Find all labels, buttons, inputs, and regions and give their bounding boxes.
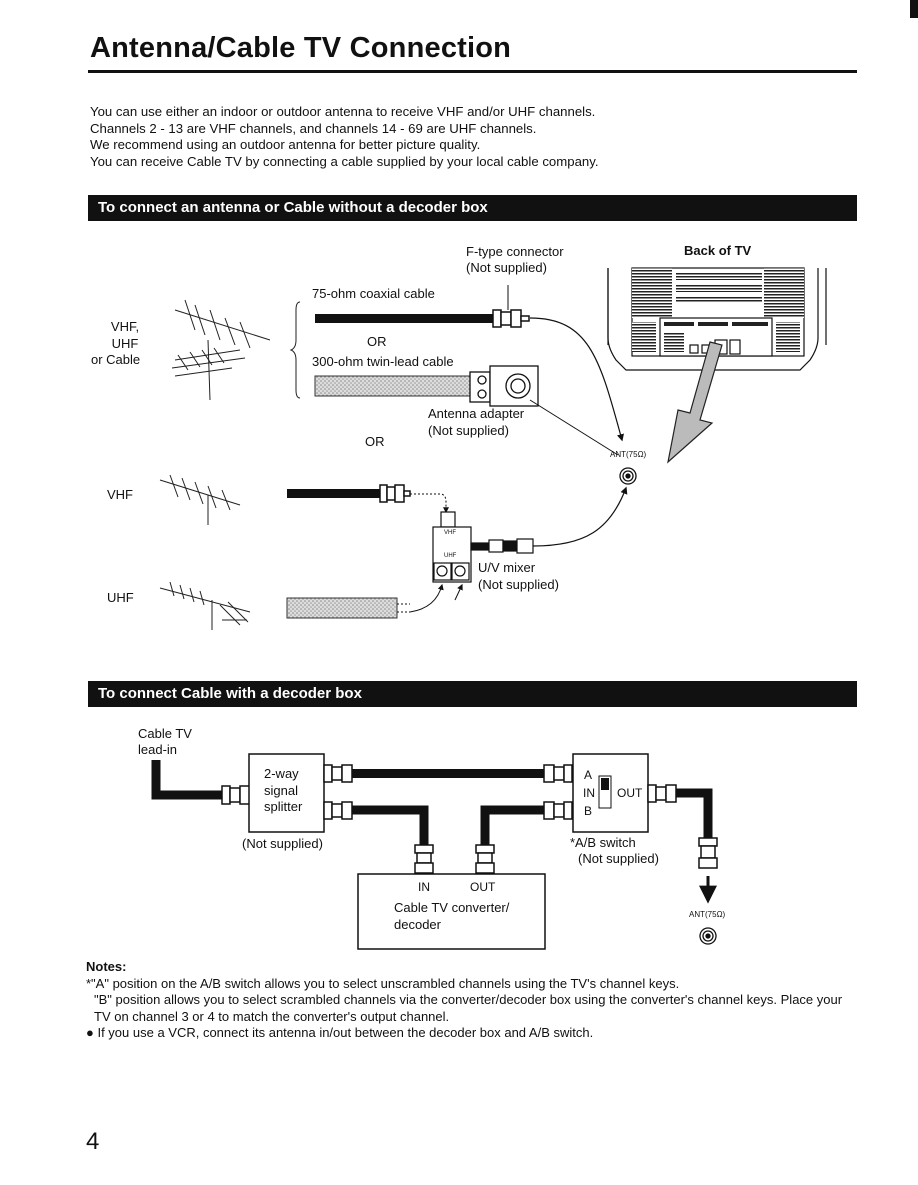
- tv-connector-icon: [698, 837, 718, 869]
- or-label-2: OR: [365, 434, 385, 449]
- switch-out-label: OUT: [617, 786, 643, 800]
- intro-line: Channels 2 - 13 are VHF channels, and ch…: [90, 120, 537, 136]
- antenna-adapter-label: Antenna adapter: [428, 406, 525, 421]
- uhf-antenna-icon: [159, 581, 251, 630]
- f-type-connector-label: F-type connector: [466, 244, 564, 259]
- coax-cable-icon: [315, 314, 495, 323]
- ant-jack-icon: [619, 467, 637, 485]
- decoder-to-switch-cable-icon: [480, 805, 544, 845]
- f-connector-icon: [492, 309, 530, 328]
- big-arrow-icon: [667, 341, 723, 464]
- note-item: ● If you use a VCR, connect its antenna …: [86, 1025, 594, 1040]
- vhf-uhf-cable-label: VHF, UHF: [110, 319, 140, 351]
- switch-b-label: B: [584, 804, 593, 818]
- vhf-antenna-icon: [159, 474, 241, 525]
- splitter-to-decoder-cable-icon: [352, 805, 429, 845]
- switch-to-tv-cable-icon: [676, 788, 713, 838]
- mixer-vhf-label: VHF: [444, 530, 456, 536]
- splitter-label: 2-way signal splitter: [264, 766, 303, 814]
- decoder-label: Cable TV converter/ decoder: [394, 900, 510, 932]
- switch-a-label: A: [584, 768, 593, 782]
- adapter-not-supplied-label: (Not supplied): [428, 423, 509, 438]
- section2-heading: To connect Cable with a decoder box: [88, 681, 857, 707]
- vhf-f-connector-icon: [379, 484, 411, 503]
- title-rule: [88, 70, 857, 73]
- page-number: 4: [86, 1128, 100, 1155]
- intro-line: We recommend using an outdoor antenna fo…: [90, 137, 481, 152]
- decoder-output-connector-icon: [475, 844, 495, 874]
- f-type-not-supplied-label: (Not supplied): [466, 260, 547, 275]
- decoder-out-label: OUT: [470, 880, 496, 894]
- splitter-output-connectors-icon: [323, 764, 353, 820]
- coax-cable-label: 75-ohm coaxial cable: [312, 286, 435, 301]
- vhf-uhf-cable-label-line3: or Cable: [91, 352, 141, 367]
- decoder-box: [357, 873, 546, 950]
- mixer-uhf-label: UHF: [444, 553, 457, 559]
- notes: Notes: *"A" position on the A/B switch a…: [86, 959, 846, 1042]
- splitter-to-switch-cable-icon: [352, 769, 544, 778]
- vhf-uhf-antenna-icon: [171, 299, 271, 401]
- back-of-tv-label: Back of TV: [684, 243, 752, 258]
- splitter-input-connector-icon: [221, 785, 251, 805]
- cable-leadin-label: Cable TV lead-in: [138, 726, 192, 757]
- ant-jack-label: ANT(75Ω): [610, 450, 647, 459]
- page-corner-mark: [910, 0, 918, 18]
- decoder-in-label: IN: [418, 880, 430, 894]
- vhf-label: VHF: [107, 487, 133, 502]
- or-label-1: OR: [367, 334, 387, 349]
- tv-back-icon: [607, 267, 827, 371]
- tv-ant-jack-icon: [699, 927, 717, 945]
- uhf-label: UHF: [107, 590, 134, 605]
- decoder-input-connector-icon: [414, 844, 434, 874]
- uv-mixer-label: U/V mixer: [478, 560, 536, 575]
- tv-ant-jack-label: ANT(75Ω): [689, 910, 726, 919]
- uhf-twin-lead-icon: [286, 597, 398, 619]
- switch-in-label: IN: [583, 786, 595, 800]
- intro-line: You can use either an indoor or outdoor …: [90, 104, 596, 119]
- twin-lead-cable-icon: [314, 375, 476, 397]
- intro-text: You can use either an indoor or outdoor …: [90, 104, 599, 170]
- ab-switch-label: *A/B switch: [570, 835, 636, 850]
- splitter-box: [248, 753, 325, 833]
- note-item: *"A" position on the A/B switch allows y…: [86, 975, 680, 991]
- uv-mixer-icon: [432, 511, 534, 583]
- twin-lead-cable-label: 300-ohm twin-lead cable: [312, 354, 454, 369]
- antenna-adapter-icon: [469, 365, 539, 407]
- cable-leadin-icon: [151, 760, 222, 800]
- splitter-not-supplied-label: (Not supplied): [242, 836, 323, 851]
- page-title: Antenna/Cable TV Connection: [90, 32, 512, 64]
- switch-input-connectors-icon: [543, 764, 573, 820]
- note-item: "B" position allows you to select scramb…: [94, 992, 843, 1024]
- switch-not-supplied-label: (Not supplied): [578, 851, 659, 866]
- notes-heading: Notes:: [86, 959, 127, 974]
- intro-line: You can receive Cable TV by connecting a…: [90, 153, 599, 169]
- switch-output-connector-icon: [647, 784, 677, 803]
- mixer-not-supplied-label: (Not supplied): [478, 577, 559, 592]
- vhf-coax-cable-icon: [287, 489, 382, 498]
- section1-heading: To connect an antenna or Cable without a…: [88, 195, 857, 221]
